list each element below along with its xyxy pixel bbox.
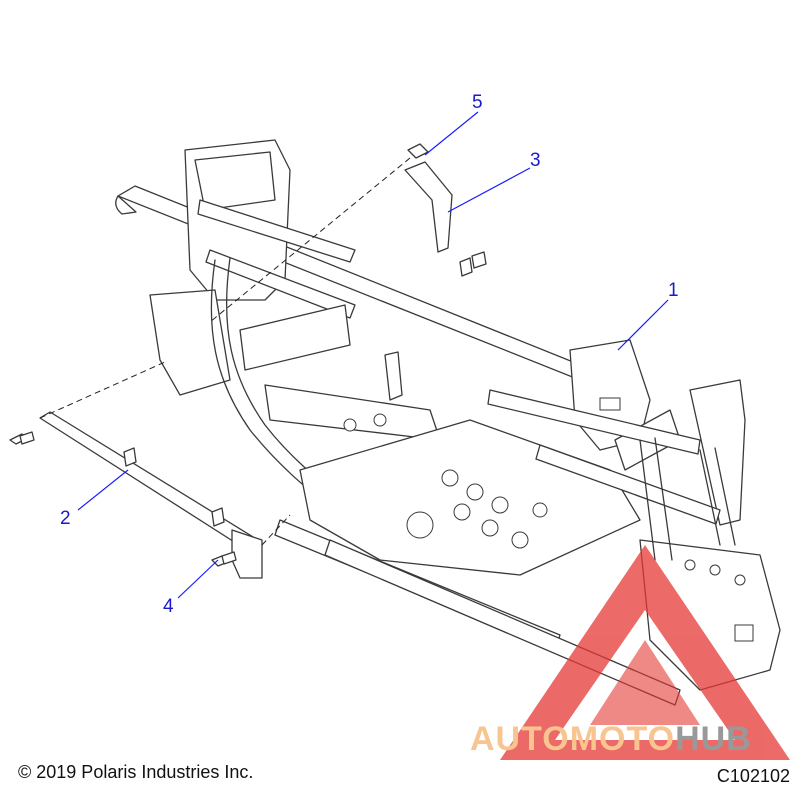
diagram-code: C102102 bbox=[716, 766, 790, 786]
watermark-text-a: AUTOMOTO bbox=[470, 720, 675, 758]
callout-5: 5 bbox=[424, 92, 483, 156]
main-frame bbox=[115, 139, 781, 706]
upper-brace-tube bbox=[404, 143, 487, 277]
watermark-text-b: HUB bbox=[675, 720, 752, 758]
lower-cross-tube bbox=[9, 411, 263, 579]
assembly-line-right bbox=[261, 514, 291, 546]
watermark-logo: AUTOMOTOHUB bbox=[470, 545, 790, 760]
callout-1: 1 bbox=[617, 280, 679, 351]
callout-4-number: 4 bbox=[163, 596, 174, 617]
svg-text:AUTOMOTOHUB: AUTOMOTOHUB bbox=[470, 720, 752, 758]
callout-3: 3 bbox=[447, 150, 541, 213]
watermark-triangle-icon bbox=[500, 545, 790, 760]
copyright-text: © 2019 Polaris Industries Inc. bbox=[18, 762, 254, 782]
callout-3-number: 3 bbox=[530, 150, 541, 171]
callout-2: 2 bbox=[60, 469, 129, 529]
assembly-line-lower bbox=[39, 361, 166, 419]
callout-5-number: 5 bbox=[472, 92, 483, 113]
assembly-line-upper bbox=[209, 157, 411, 323]
callout-4: 4 bbox=[163, 559, 219, 617]
callout-1-number: 1 bbox=[668, 280, 679, 301]
callout-2-number: 2 bbox=[60, 508, 71, 529]
